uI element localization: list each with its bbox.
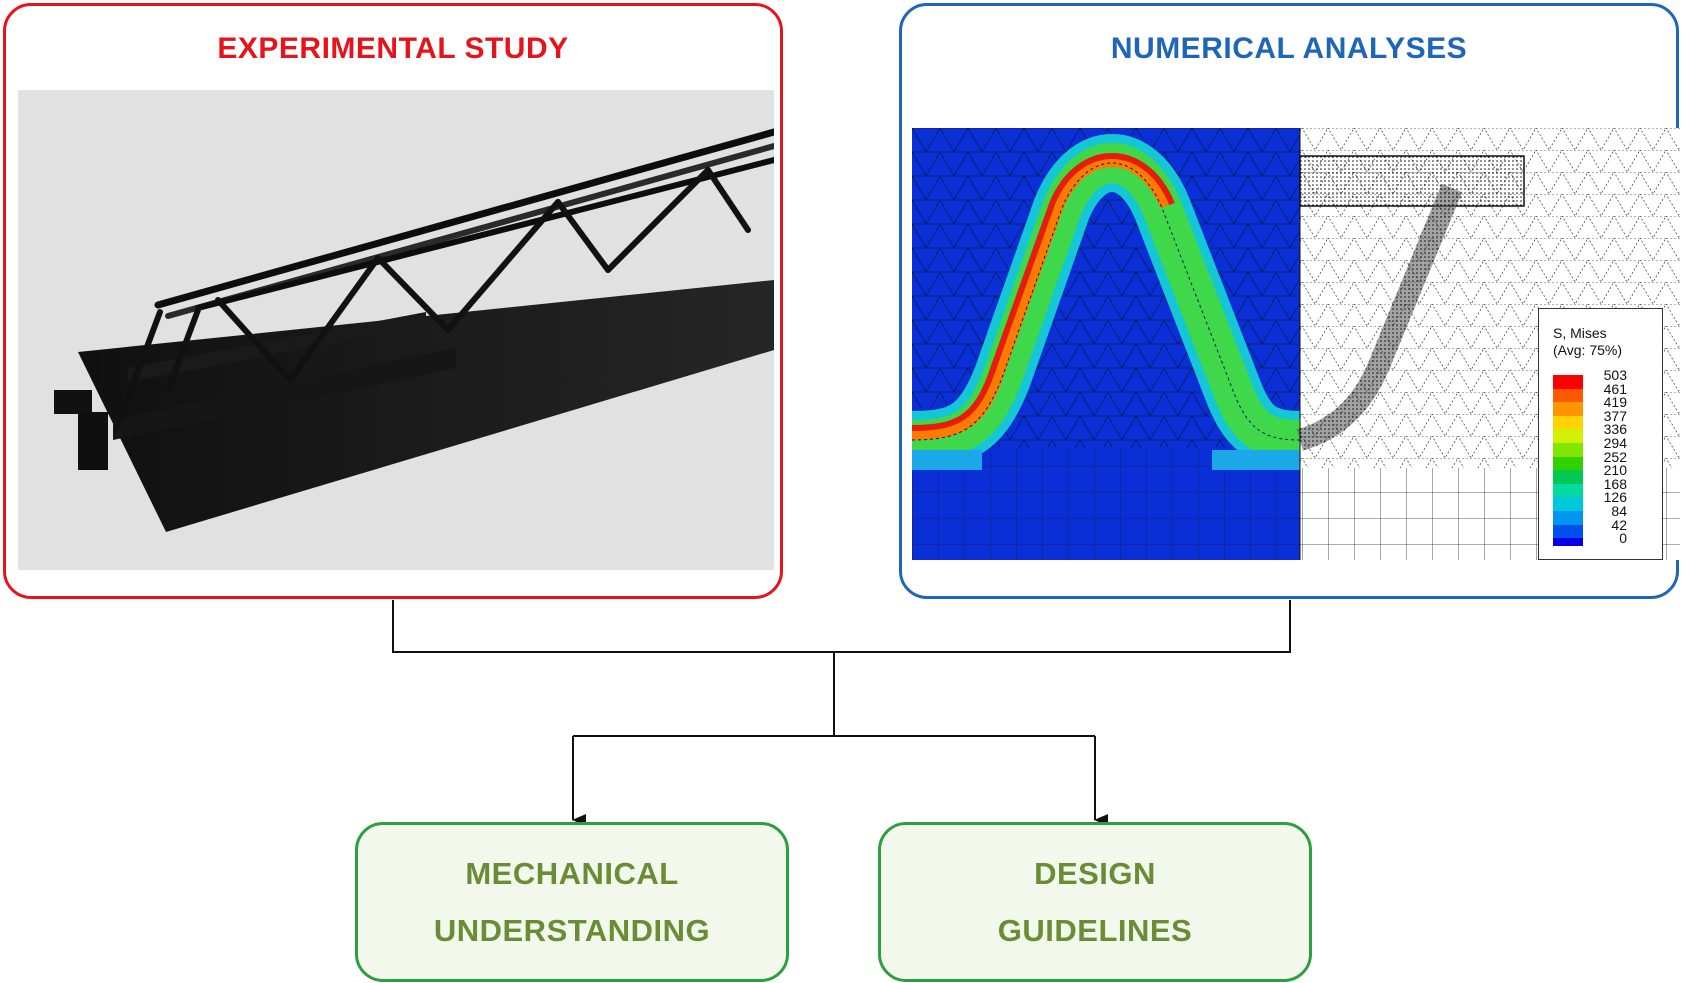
legend-value-label: 336: [1603, 421, 1627, 438]
legend-value-label: 84: [1611, 503, 1627, 519]
legend-value-label: 168: [1603, 475, 1627, 492]
legend-value-label: 42: [1611, 516, 1627, 533]
design-label-line1: DESIGN: [1034, 856, 1156, 891]
legend-value-label: 252: [1603, 448, 1627, 465]
legend-swatch: [1553, 497, 1583, 512]
legend-value-label: 503: [1603, 367, 1627, 383]
legend-title-line2: (Avg: 75%): [1553, 342, 1622, 358]
legend-value-label: 461: [1603, 380, 1627, 397]
design-label-line2: GUIDELINES: [997, 913, 1193, 948]
legend-swatch: [1553, 470, 1583, 485]
legend-title: S, Mises (Avg: 75%): [1553, 325, 1622, 359]
experimental-study-panel: EXPERIMENTAL STUDY: [3, 3, 783, 599]
legend-swatch: [1553, 415, 1583, 430]
legend-value-label: 0: [1619, 530, 1627, 547]
numerical-analyses-panel: NUMERICAL ANALYSES: [899, 3, 1680, 599]
legend-swatch: [1553, 524, 1583, 539]
legend-value-label: 210: [1603, 462, 1627, 479]
legend-swatch: [1553, 456, 1583, 471]
mechanical-understanding-box: MECHANICAL UNDERSTANDING: [355, 822, 789, 982]
legend-value-label: 126: [1603, 489, 1627, 506]
legend-swatch: [1553, 402, 1583, 417]
legend-swatch: [1553, 388, 1583, 403]
truss-girder-render-image: [18, 90, 774, 570]
numerical-analyses-title: NUMERICAL ANALYSES: [1110, 32, 1468, 65]
legend-value-label: 377: [1603, 407, 1627, 424]
legend-value-label: 419: [1603, 394, 1627, 411]
legend-swatch: [1553, 443, 1583, 457]
legend-title-line1: S, Mises: [1553, 325, 1607, 341]
experimental-study-title: EXPERIMENTAL STUDY: [217, 32, 569, 65]
legend-swatch: [1553, 511, 1583, 525]
mechanical-label-line2: UNDERSTANDING: [433, 913, 711, 948]
design-guidelines-box: DESIGN GUIDELINES: [878, 822, 1312, 982]
legend-value-label: 294: [1603, 435, 1627, 451]
connector-line-left: [392, 600, 1291, 653]
legend-swatch: [1553, 483, 1583, 498]
legend-swatch: [1553, 375, 1583, 389]
mechanical-label-line1: MECHANICAL: [465, 856, 679, 891]
legend-swatch: [1553, 538, 1583, 547]
legend-swatch: [1553, 429, 1583, 444]
